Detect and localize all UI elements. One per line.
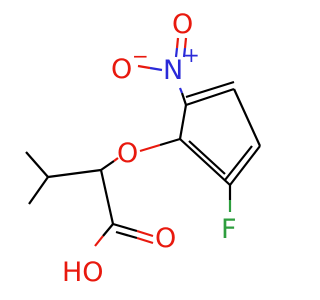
bond-ether-ring-red (139, 143, 161, 153)
bond-ring-nitro-dark (180, 92, 188, 106)
bond-isopropyl-alpha (47, 168, 102, 179)
bond-carbonyl-1b (136, 229, 154, 238)
atom-nitrogen: N (163, 55, 183, 86)
bond-carbonyl-2a (115, 230, 138, 240)
ring-bond-c5-c6-inner (188, 140, 226, 175)
atom-ether-oxygen: O (117, 138, 138, 169)
bond-alpha-ether-dark (100, 160, 115, 171)
ring-bond-c4-c5-inner (224, 145, 253, 181)
molecule-diagram: O O − N + O F O HO (25, 9, 262, 288)
bond-methyl-top (25, 151, 49, 178)
bond-ring-nitro-blue (178, 87, 184, 94)
bond-hydroxyl-red (94, 235, 104, 247)
ring-bond-c1-c2 (178, 104, 188, 140)
structure-canvas: O O − N + O F O HO (25, 9, 262, 288)
ring-bond-c4-c5 (229, 145, 261, 186)
atom-fluorine: F (221, 214, 237, 245)
bond-carbonyl-2b (136, 236, 154, 245)
bond-carbonyl-1a (112, 222, 138, 233)
bond-nitro-o2-blue (149, 66, 163, 72)
bond-alpha-ether-red (113, 157, 119, 162)
bond-nitro-o2-red (137, 64, 151, 70)
bond-methyl-bottom (28, 176, 49, 205)
ring-bond-c5-c6 (179, 138, 231, 186)
bond-ether-ring-dark (159, 137, 181, 147)
bond-nitro-o1-blue-2 (182, 47, 187, 58)
bond-alpha-carboxyl (99, 169, 115, 225)
bond-nitro-o1-blue (174, 47, 179, 58)
bond-nitro-o1-red-2 (183, 37, 188, 49)
charge-minus: − (132, 44, 149, 68)
bond-nitro-o1-red (175, 37, 180, 49)
ring-bond-c2-c3-inner (185, 80, 235, 99)
charge-plus: + (183, 43, 200, 67)
ring-bond-c2-c3 (185, 87, 235, 107)
ring-bond-c3-c4 (232, 88, 262, 147)
atom-hydroxyl: HO (62, 257, 104, 288)
bond-hydroxyl-dark (102, 223, 114, 237)
atom-oxygen-minus: O (111, 54, 132, 85)
atom-oxygen-top: O (172, 9, 193, 40)
atom-carbonyl-oxygen: O (155, 223, 176, 254)
